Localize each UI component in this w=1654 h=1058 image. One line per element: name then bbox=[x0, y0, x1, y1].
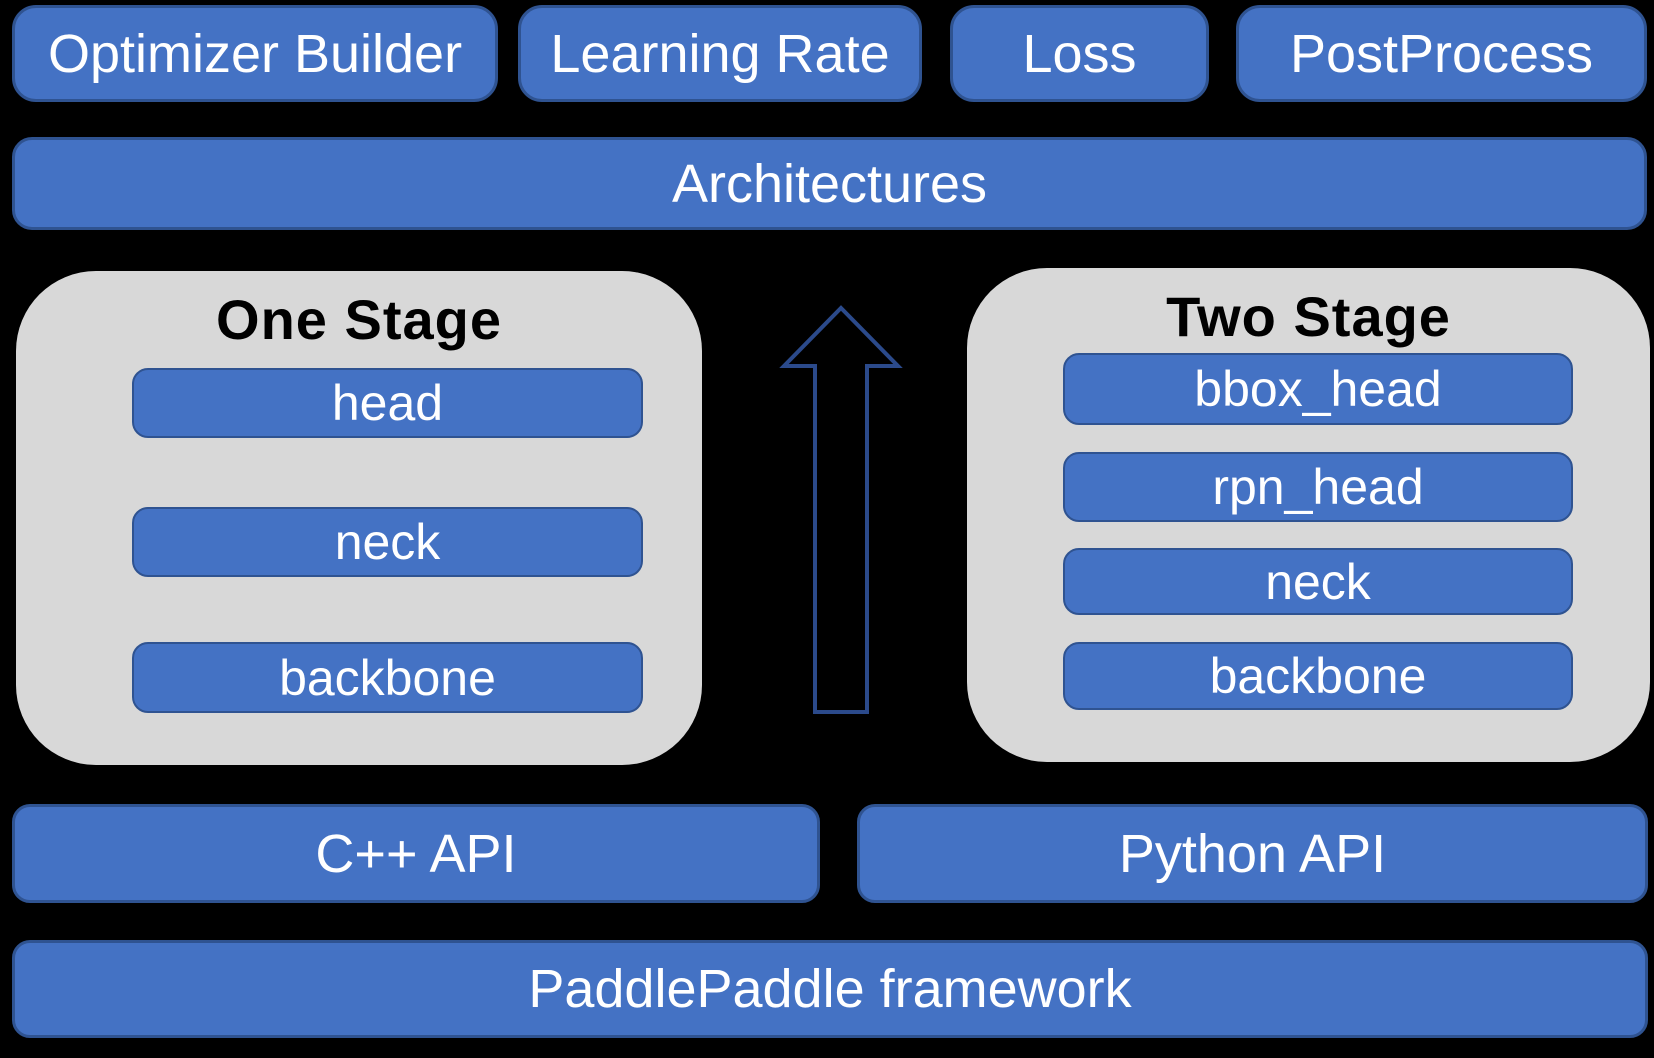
two-stage-rpn-head-label: rpn_head bbox=[1212, 459, 1424, 515]
one-stage-backbone-label: backbone bbox=[279, 649, 496, 706]
one-stage-head-label: head bbox=[331, 375, 444, 431]
two-stage-neck-box: neck bbox=[1063, 548, 1573, 615]
architectures-label: Architectures bbox=[671, 153, 988, 214]
python-api-label: Python API bbox=[1118, 823, 1387, 884]
paddlepaddle-framework-box: PaddlePaddle framework bbox=[12, 940, 1648, 1038]
postprocess-box: PostProcess bbox=[1236, 5, 1647, 102]
one-stage-panel: One Stage head neck backbone bbox=[16, 271, 702, 765]
loss-label: Loss bbox=[1022, 23, 1137, 84]
learning-rate-label: Learning Rate bbox=[550, 23, 890, 84]
two-stage-backbone-label: backbone bbox=[1209, 648, 1427, 704]
two-stage-backbone-box: backbone bbox=[1063, 642, 1573, 710]
learning-rate-box: Learning Rate bbox=[518, 5, 922, 102]
paddlepaddle-framework-label: PaddlePaddle framework bbox=[528, 959, 1132, 1019]
python-api-box: Python API bbox=[857, 804, 1648, 903]
optimizer-builder-label: Optimizer Builder bbox=[47, 23, 463, 84]
optimizer-builder-box: Optimizer Builder bbox=[12, 5, 498, 102]
architectures-box: Architectures bbox=[12, 137, 1647, 230]
two-stage-title: Two Stage bbox=[1166, 285, 1451, 348]
loss-box: Loss bbox=[950, 5, 1209, 102]
cpp-api-label: C++ API bbox=[315, 823, 517, 884]
one-stage-head-box: head bbox=[132, 368, 643, 438]
one-stage-neck-label: neck bbox=[334, 514, 441, 570]
two-stage-rpn-head-box: rpn_head bbox=[1063, 452, 1573, 522]
postprocess-label: PostProcess bbox=[1289, 23, 1594, 84]
one-stage-backbone-box: backbone bbox=[132, 642, 643, 713]
two-stage-panel: Two Stage bbox_head rpn_head neck backbo… bbox=[967, 268, 1650, 762]
two-stage-bbox-head-label: bbox_head bbox=[1194, 361, 1442, 417]
one-stage-neck-box: neck bbox=[132, 507, 643, 577]
two-stage-neck-label: neck bbox=[1265, 553, 1371, 610]
two-stage-bbox-head-box: bbox_head bbox=[1063, 353, 1573, 425]
cpp-api-box: C++ API bbox=[12, 804, 820, 903]
one-stage-title: One Stage bbox=[216, 288, 502, 351]
